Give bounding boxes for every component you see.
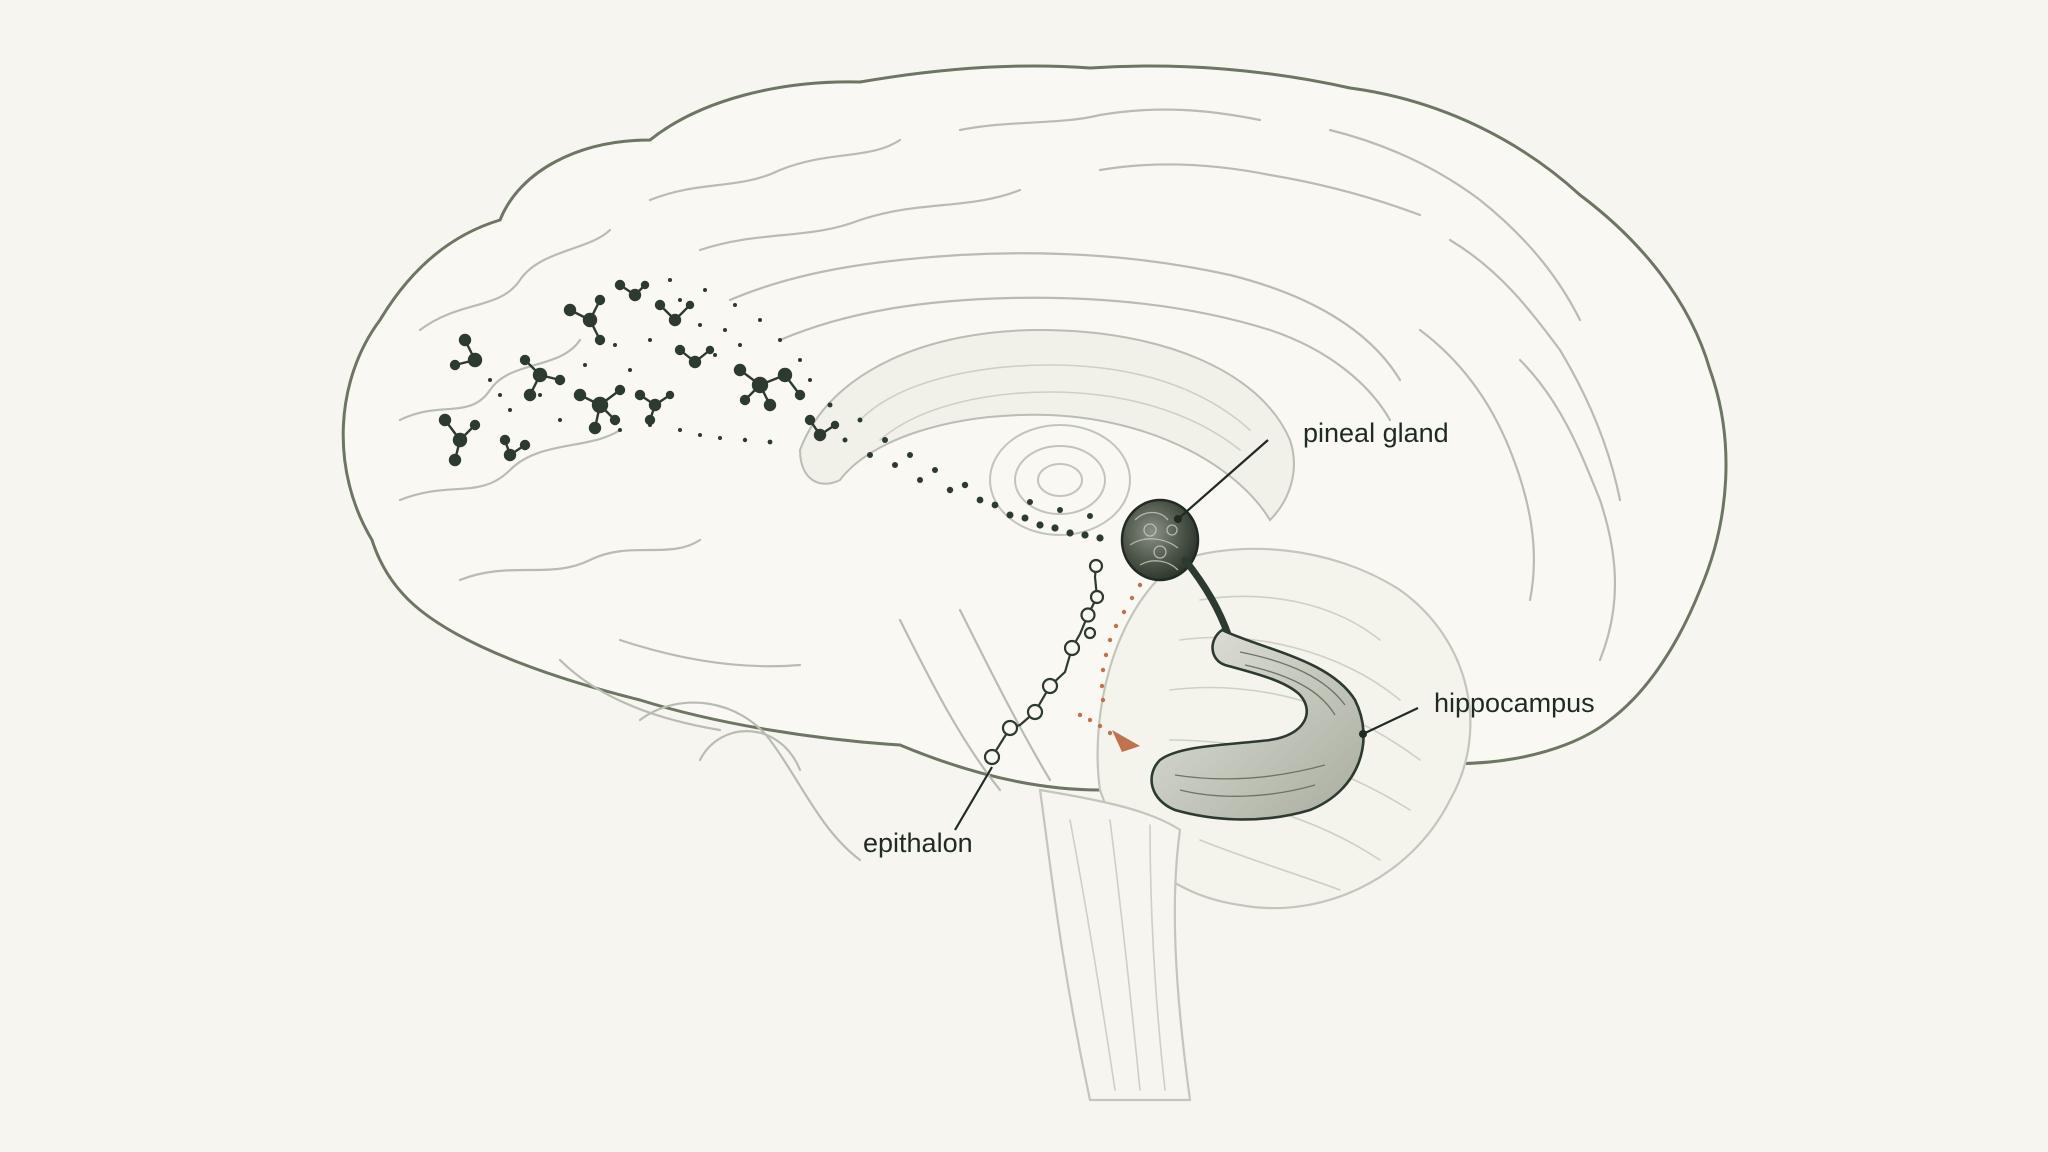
- molecule-icon: [449, 333, 483, 371]
- pineal-leader-line: [1177, 439, 1269, 520]
- callosum-striations: [859, 364, 1251, 451]
- thalamus: [989, 424, 1131, 536]
- molecule-icon: [733, 363, 806, 412]
- brainstem: [1038, 788, 1192, 1102]
- midbrain-folds: [638, 608, 1052, 862]
- pineal-leader-dot: [1174, 515, 1182, 523]
- molecule-icon: [438, 413, 481, 467]
- molecule-icon: [499, 434, 531, 462]
- brainstem-striations: [1069, 819, 1166, 1091]
- molecule-icon: [519, 354, 566, 402]
- corpus-callosum: [798, 328, 1295, 522]
- molecule-icon: [804, 414, 840, 442]
- hippocampus-label: hippocampus: [1434, 688, 1595, 718]
- gyri: [398, 108, 1622, 732]
- hippocampus-structure: [1150, 628, 1365, 821]
- molecule-icon: [563, 294, 606, 346]
- hippocampus-leader-dot: [1359, 730, 1367, 738]
- epithalon-label: epithalon: [863, 828, 973, 858]
- molecule-icon: [573, 384, 626, 435]
- peptide-chain-icon: [983, 558, 1105, 766]
- epithalon-leader-line: [954, 766, 993, 831]
- molecule-icon: [654, 299, 695, 327]
- hippocampus-texture: [1174, 651, 1346, 797]
- signal-arrow: [1077, 582, 1143, 752]
- molecule-icon: [614, 279, 650, 302]
- molecule-icon: [674, 344, 715, 369]
- arrow-head-icon: [1112, 730, 1140, 752]
- molecule-cluster: [438, 279, 840, 467]
- molecule-icon: [634, 389, 675, 426]
- pineal-gland-label: pineal gland: [1303, 418, 1449, 448]
- diffusion-dots: [488, 278, 1104, 542]
- hippocampus-leader-line: [1362, 707, 1419, 735]
